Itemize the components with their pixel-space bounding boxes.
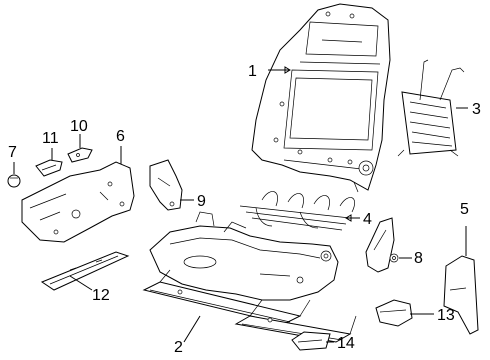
bracket-cover — [149, 159, 183, 211]
side-shield — [21, 161, 135, 243]
seat-springs — [239, 191, 355, 231]
callout-13: 13 — [437, 307, 455, 324]
leader-12 — [69, 275, 93, 291]
rail-cover — [40, 251, 130, 291]
lumbar-support-panel — [397, 59, 465, 157]
switch-control — [35, 159, 63, 177]
callout-7: 7 — [8, 144, 17, 161]
recliner-bracket — [365, 217, 399, 273]
callout-2: 2 — [174, 339, 183, 356]
callout-6: 6 — [116, 128, 125, 145]
callout-5: 5 — [460, 201, 469, 218]
callout-3: 3 — [472, 101, 481, 118]
outer-trim-panel — [443, 255, 479, 335]
seat-cushion-frame — [142, 211, 357, 343]
knob — [7, 174, 21, 188]
small-switch — [67, 147, 93, 163]
leader-2 — [183, 315, 201, 343]
callout-10: 10 — [70, 118, 88, 135]
seat-back-frame — [251, 3, 391, 193]
rail-end-cover — [291, 331, 331, 351]
callout-8: 8 — [414, 250, 423, 267]
callout-9: 9 — [197, 193, 206, 210]
callout-11: 11 — [42, 130, 59, 147]
callout-1: 1 — [248, 63, 257, 80]
callout-12: 12 — [92, 287, 110, 304]
callout-4: 4 — [363, 211, 372, 228]
cover-cap — [375, 299, 413, 327]
callout-14: 14 — [337, 335, 355, 352]
